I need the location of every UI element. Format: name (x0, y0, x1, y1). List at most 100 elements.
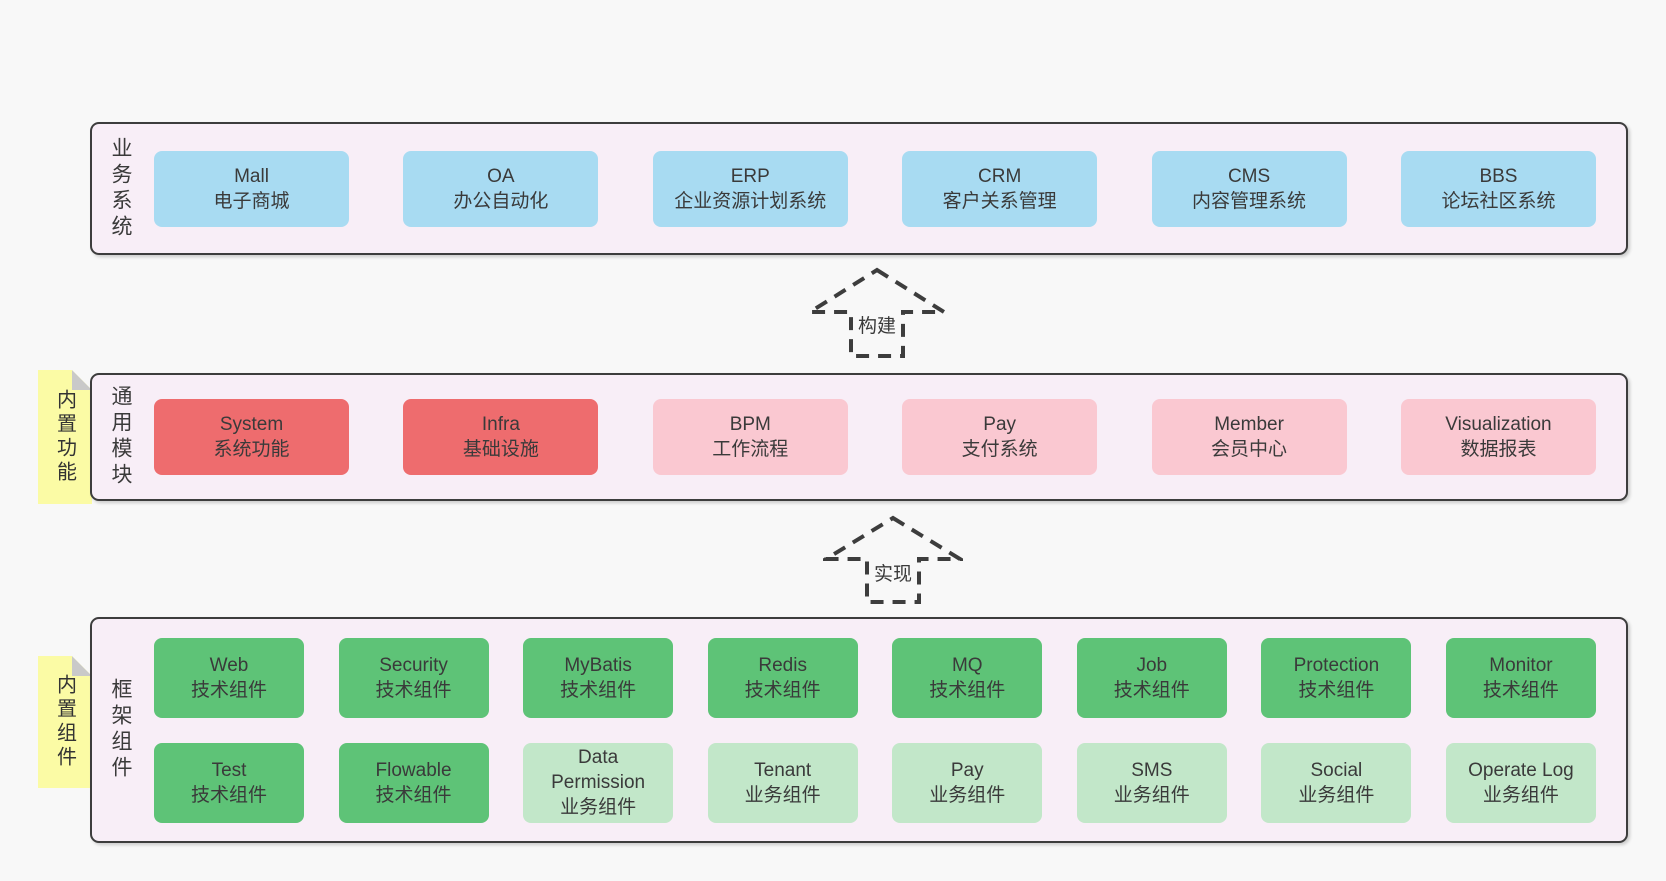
box-desc: 技术组件 (744, 679, 821, 701)
box-desc: 数据报表 (1460, 439, 1537, 460)
box-oa: OA 办公自动化 (403, 150, 599, 227)
box-name: ERP (730, 165, 770, 187)
box-name: Job (1136, 654, 1168, 676)
layer-title-text: 框架组件 (109, 678, 132, 782)
box-desc: 技术组件 (1482, 679, 1559, 701)
box-name: Operate Log (1468, 759, 1574, 781)
box-security: Security 技术组件 (338, 637, 489, 718)
layer-title: 框架组件 (98, 619, 142, 841)
folded-corner-icon (72, 370, 92, 390)
box-desc: 会员中心 (1211, 439, 1288, 460)
note-tag-label: 内置组件 (53, 674, 76, 770)
box-name: BPM (729, 414, 771, 435)
box-name: MyBatis (564, 654, 632, 676)
box-desc: 技术组件 (375, 784, 452, 806)
box-desc: 办公自动化 (453, 190, 549, 212)
box-tenant: Tenant 业务组件 (707, 742, 858, 823)
box-pay: Pay 支付系统 (902, 399, 1098, 475)
dashed-up-arrow-icon (807, 267, 947, 358)
box-name: System (219, 414, 284, 435)
box-member: Member 会员中心 (1151, 399, 1347, 475)
box-name: Pay (950, 759, 984, 781)
dashed-up-arrow-icon (823, 515, 963, 604)
box-infra: Infra 基础设施 (403, 399, 599, 475)
box-bbs: BBS 论坛社区系统 (1400, 150, 1596, 227)
box-name: OA (487, 165, 515, 187)
box-desc: 业务组件 (1482, 784, 1559, 806)
box-name: Web (209, 654, 249, 676)
box-desc: 支付系统 (961, 439, 1038, 460)
box-desc: 业务组件 (929, 784, 1006, 806)
box-name: Social (1310, 759, 1363, 781)
box-desc: 技术组件 (375, 679, 452, 701)
box-desc: 业务组件 (560, 797, 637, 818)
box-name: BBS (1479, 165, 1518, 187)
box-operate-log: Operate Log 业务组件 (1445, 742, 1596, 823)
box-name: Visualization (1445, 414, 1552, 435)
box-protection: Protection 技术组件 (1261, 637, 1412, 718)
note-tag-label: 内置功能 (53, 389, 76, 485)
box-name: CMS (1227, 165, 1271, 187)
box-desc: 技术组件 (1298, 679, 1375, 701)
layer-common-modules: 通用模块 System 系统功能 Infra 基础设施 BPM 工作流程 Pay 支付系统 Me… (90, 373, 1628, 501)
box-bpm: BPM 工作流程 (652, 399, 848, 475)
box-desc: 工作流程 (712, 439, 789, 460)
box-name: Tenant (754, 759, 812, 781)
note-tag-builtin-components: 内置组件 (38, 656, 92, 788)
box-name: Protection (1293, 654, 1380, 676)
box-desc: 内容管理系统 (1192, 190, 1307, 212)
box-cms: CMS 内容管理系统 (1151, 150, 1347, 227)
arrow-build: 构建 (807, 266, 947, 360)
layer-title-text: 业务系统 (109, 136, 132, 241)
component-row: System 系统功能 Infra 基础设施 BPM 工作流程 Pay 支付系统 Member 会… (154, 399, 1596, 475)
layer-title-text: 通用模块 (109, 385, 132, 489)
note-tag-builtin-features: 内置功能 (38, 370, 92, 504)
box-desc: 电子商城 (213, 190, 290, 212)
layer-title: 通用模块 (98, 375, 142, 499)
box-name: Monitor (1489, 654, 1553, 676)
box-pay: Pay 业务组件 (892, 742, 1043, 823)
box-name: Test (211, 759, 247, 781)
box-system: System 系统功能 (154, 399, 349, 475)
box-monitor: Monitor 技术组件 (1445, 637, 1596, 718)
box-desc: 论坛社区系统 (1441, 190, 1556, 212)
box-visualization: Visualization 数据报表 (1400, 399, 1596, 475)
box-desc: 基础设施 (462, 439, 539, 460)
box-desc: 技术组件 (190, 679, 267, 701)
box-name: Redis (758, 654, 807, 676)
box-desc: 技术组件 (1113, 679, 1190, 701)
box-desc: 系统功能 (213, 439, 290, 460)
box-web: Web 技术组件 (154, 637, 304, 718)
box-name: MQ (951, 654, 983, 676)
box-social: Social 业务组件 (1261, 742, 1412, 823)
box-desc: 业务组件 (1113, 784, 1190, 806)
box-flowable: Flowable 技术组件 (338, 742, 489, 823)
box-erp: ERP 企业资源计划系统 (652, 150, 848, 227)
box-desc: 企业资源计划系统 (674, 190, 827, 212)
arrow-build-label: 构建 (854, 310, 900, 339)
box-name: Pay (983, 414, 1017, 435)
box-name: SMS (1131, 759, 1173, 781)
box-desc: 业务组件 (744, 784, 821, 806)
box-name: Infra (481, 414, 520, 435)
box-job: Job 技术组件 (1076, 637, 1227, 718)
box-name: Member (1214, 414, 1284, 435)
box-name: Flowable (375, 759, 452, 781)
box-name: Security (379, 654, 448, 676)
box-desc: 技术组件 (929, 679, 1006, 701)
folded-corner-icon (72, 656, 92, 676)
box-name: Data Permission (551, 747, 646, 793)
box-name: CRM (978, 165, 1022, 187)
box-desc: 业务组件 (1298, 784, 1375, 806)
arrow-implement: 实现 (823, 514, 963, 606)
